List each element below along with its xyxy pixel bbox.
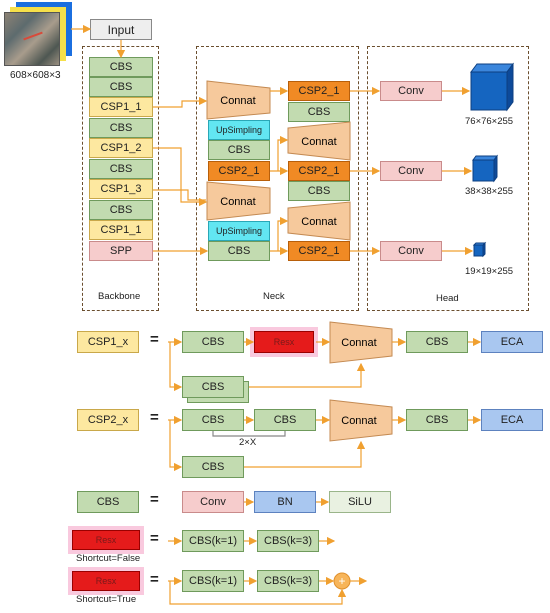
legend-resx-true: Resx	[72, 571, 140, 591]
backbone-csp1-3: CSP1_3	[89, 179, 153, 199]
backbone-cbs-5: CBS	[89, 200, 153, 220]
legend-resx-false-cbs-k3: CBS(k=3)	[257, 530, 319, 552]
neck-csp2-1-b: CSP2_1	[288, 161, 350, 181]
legend-resx-false-caption: Shortcut=False	[76, 553, 141, 564]
output-cube-medium	[472, 154, 498, 183]
legend-csp1-cbs-stack: CBS	[182, 376, 244, 398]
connection-arrows	[71, 24, 482, 605]
head-frame	[367, 46, 529, 311]
legend-cbs-conv: Conv	[182, 491, 244, 513]
head-title: Head	[436, 293, 459, 304]
neck-connat-3-label: Connat	[301, 136, 336, 148]
neck-cbs-r1: CBS	[288, 102, 350, 122]
backbone-spp: SPP	[89, 241, 153, 261]
neck-connat-2-label: Connat	[220, 196, 255, 208]
legend-resx-true-caption: Shortcut=True	[76, 594, 137, 605]
legend-cbs-name: CBS	[77, 491, 139, 513]
neck-cbs-1: CBS	[208, 140, 270, 160]
legend-csp1-eca: ECA	[481, 331, 543, 353]
neck-csp2-1-c: CSP2_1	[288, 241, 350, 261]
backbone-csp1-2: CSP1_2	[89, 138, 153, 158]
neck-csp2-1-a: CSP2_1	[288, 81, 350, 101]
backbone-cbs-2: CBS	[89, 77, 153, 97]
input-image-icon	[4, 2, 74, 68]
neck-connat-1-label: Connat	[220, 95, 255, 107]
legend-csp2-cbs-a: CBS	[182, 409, 244, 431]
neck-connat-2: Connat	[206, 181, 271, 221]
legend-csp2-cbs-bottom: CBS	[182, 456, 244, 478]
legend-csp2-name: CSP2_x	[77, 409, 139, 431]
neck-upsampling-1: UpSimpling	[208, 120, 270, 140]
legend-cbs-bn: BN	[254, 491, 316, 513]
legend-resx-false-cbs-k1: CBS(k=1)	[182, 530, 244, 552]
neck-cbs-r2: CBS	[288, 181, 350, 201]
legend-cbs-silu: SiLU	[329, 491, 391, 513]
head-output-2: 38×38×255	[465, 186, 514, 197]
legend-csp2-concat: Connat	[329, 399, 393, 442]
legend-resx-true-cbs-k3: CBS(k=3)	[257, 570, 319, 592]
legend-csp2-repeat: 2×X	[239, 437, 257, 448]
neck-connat-4: Connat	[287, 201, 351, 241]
backbone-cbs-3: CBS	[89, 118, 153, 138]
backbone-csp1-1a: CSP1_1	[89, 97, 153, 117]
neck-title: Neck	[263, 291, 285, 302]
neck-frame	[196, 46, 359, 311]
neck-csp2-1-left: CSP2_1	[208, 161, 270, 181]
legend-csp2-cbs-c: CBS	[406, 409, 468, 431]
head-conv-2: Conv	[380, 161, 442, 181]
input-dims: 608×608×3	[10, 70, 61, 81]
legend-resx-true-cbs-k1: CBS(k=1)	[182, 570, 244, 592]
legend-csp2-concat-label: Connat	[341, 415, 376, 427]
neck-connat-1: Connat	[206, 80, 271, 120]
legend-resx-false-eq: =	[150, 530, 159, 547]
legend-csp1-name: CSP1_x	[77, 331, 139, 353]
backbone-title: Backbone	[98, 291, 141, 302]
legend-add-label: +	[338, 574, 345, 588]
legend-csp1-cbs-a: CBS	[182, 331, 244, 353]
legend-csp1-eq: =	[150, 331, 159, 348]
backbone-csp1-1b: CSP1_1	[89, 220, 153, 240]
legend-csp1-resx: Resx	[254, 331, 314, 353]
backbone-cbs-4: CBS	[89, 159, 153, 179]
neck-upsampling-2: UpSimpling	[208, 221, 270, 241]
legend-resx-true-eq: =	[150, 571, 159, 588]
head-output-3: 19×19×255	[465, 266, 514, 277]
legend-add-node: +	[333, 572, 351, 590]
output-cube-small	[472, 241, 487, 258]
legend-csp2-eq: =	[150, 409, 159, 426]
legend-csp1-concat: Connat	[329, 321, 393, 364]
legend-csp1-concat-label: Connat	[341, 337, 376, 349]
head-conv-3: Conv	[380, 241, 442, 261]
legend-resx-false: Resx	[72, 530, 140, 550]
legend-csp2-cbs-b: CBS	[254, 409, 316, 431]
legend-csp2-eca: ECA	[481, 409, 543, 431]
legend-cbs-eq: =	[150, 491, 159, 508]
neck-connat-4-label: Connat	[301, 216, 336, 228]
head-output-1: 76×76×255	[465, 116, 514, 127]
output-cube-large	[470, 62, 514, 112]
neck-cbs-2: CBS	[208, 241, 270, 261]
legend-csp1-cbs-b: CBS	[406, 331, 468, 353]
neck-connat-3: Connat	[287, 121, 351, 161]
head-conv-1: Conv	[380, 81, 442, 101]
